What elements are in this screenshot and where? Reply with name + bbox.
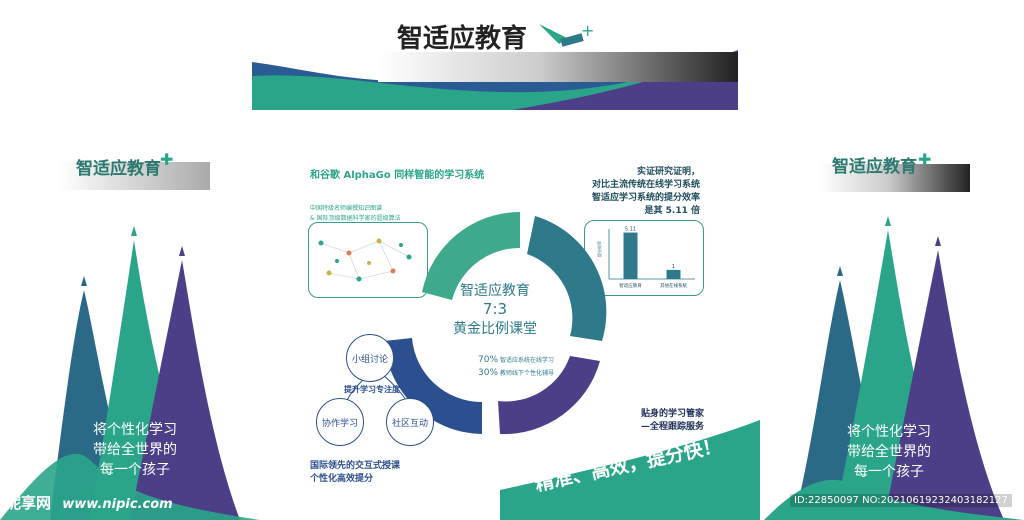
right-panel — [764, 140, 1024, 520]
watermark-brand: 昵享网 www.nipic.com — [6, 492, 173, 513]
left-slogan-line-1: 将个性化学习 — [93, 422, 177, 438]
right-spires — [764, 216, 1024, 520]
top-left-title: 和谷歌 AlphaGo 同样智能的学习系统 — [310, 170, 485, 181]
ring-center-line-1: 智适应教育 — [460, 283, 530, 299]
right-slogan-line-3: 每一个孩子 — [854, 464, 924, 480]
top-left-line-2: & 国际顶级数据科学家的超级算法 — [310, 215, 401, 222]
top-logo-icon: + — [537, 22, 597, 52]
right-slogan-line-2: 带给全世界的 — [847, 444, 931, 460]
left-spires — [0, 226, 260, 520]
left-slogan-line-2: 带给全世界的 — [93, 442, 177, 458]
ring-stat-2-pct: 30% — [478, 368, 499, 378]
top-right-line-3: 智适应学习系统的提分效率 — [591, 193, 700, 203]
bubble-collaborative-learning: 协作学习 — [316, 398, 364, 446]
right-slogan: 将个性化学习 带给全世界的 每一个孩子 — [814, 422, 964, 482]
top-gray-bar — [378, 52, 738, 82]
top-right-line-4: 是其 5.11 倍 — [644, 206, 700, 216]
bubble-caption: 提升学习专注度 — [344, 385, 400, 394]
ring-stat-2: 30% 教师线下个性化辅导 — [478, 367, 588, 380]
ring-svg — [384, 212, 607, 435]
svg-text:+: + — [581, 22, 594, 40]
watermark-url: www.nipic.com — [62, 497, 173, 512]
comparison-chart: 提分效率 5.11 智适应教育 1 其他在线系统 — [584, 220, 704, 296]
chart-bar-2 — [666, 269, 681, 279]
bottom-left-line-1: 国际领先的交互式授课 — [310, 461, 401, 471]
top-banner-title: 智适应教育 — [397, 24, 528, 54]
ring-stat-1-pct: 70% — [478, 355, 499, 365]
right-logo-icon: ✚ — [918, 150, 932, 169]
left-slogan: 将个性化学习 带给全世界的 每一个孩子 — [60, 420, 210, 480]
chart-value-label-2: 1 — [672, 264, 675, 270]
ring-stat-2-text: 教师线下个性化辅导 — [499, 370, 554, 377]
bubble-group-discussion: 小组讨论 — [346, 334, 394, 382]
ring-center-line-3: 黄金比例课堂 — [453, 321, 537, 337]
top-right-line-2: 对比主流传统在线学习系统 — [591, 180, 700, 190]
bottom-left-line-2: 个性化高效提分 — [310, 474, 374, 484]
watermark-brand-text: 昵享网 — [6, 494, 52, 512]
bottom-left-text: 国际领先的交互式授课 个性化高效提分 — [310, 460, 400, 486]
top-left-line-1: 中国特级名师编撰知识图谱 — [310, 205, 383, 212]
top-right-text: 实证研究证明， 对比主流传统在线学习系统 智适应学习系统的提分效率 是其 5.1… — [560, 166, 700, 218]
ring-stat-1: 70% 智适应系统在线学习 — [478, 354, 588, 367]
watermark-id: ID:22850097 NO:20210619232403182127 — [790, 494, 1012, 507]
chart-axes — [608, 229, 695, 280]
bottom-right-line-2: —全程跟踪服务 — [640, 422, 704, 432]
left-brand: 智适应教育 — [76, 159, 161, 179]
bottom-right-text: 贴身的学习管家 —全程跟踪服务 — [600, 408, 704, 434]
knowledge-graph-box — [308, 222, 428, 298]
chart-bar-1 — [623, 232, 638, 279]
chart-category-label-2: 其他在线系统 — [660, 282, 687, 289]
ring-center: 智适应教育 7:3 黄金比例课堂 — [440, 280, 550, 338]
right-gray-bar — [820, 164, 970, 192]
left-gray-bar — [60, 162, 210, 190]
bottom-banner — [500, 420, 760, 520]
right-brand: 智适应教育 — [832, 157, 917, 177]
top-right-line-1: 实证研究证明， — [636, 167, 700, 177]
ring-center-line-2: 7:3 — [482, 300, 508, 318]
bubble-community-interaction: 社区互动 — [386, 398, 434, 446]
left-panel — [0, 140, 260, 520]
left-logo-icon: ✚ — [160, 150, 174, 169]
chart-value-label-1: 5.11 — [625, 227, 636, 233]
chart-ylabel: 提分效率 — [596, 241, 602, 257]
right-slogan-line-1: 将个性化学习 — [847, 424, 931, 440]
chart-category-label-1: 智适应教育 — [619, 282, 642, 289]
comparison-chart-svg: 提分效率 5.11 智适应教育 1 其他在线系统 — [596, 227, 695, 289]
bottom-right-line-1: 贴身的学习管家 — [640, 409, 704, 419]
knowledge-graph-icon — [318, 238, 412, 282]
ring-stat-1-text: 智适应系统在线学习 — [499, 357, 554, 364]
ring-stats: 70% 智适应系统在线学习 30% 教师线下个性化辅导 — [478, 354, 588, 380]
left-slogan-line-3: 每一个孩子 — [100, 462, 170, 478]
ring-diagram — [370, 196, 620, 446]
